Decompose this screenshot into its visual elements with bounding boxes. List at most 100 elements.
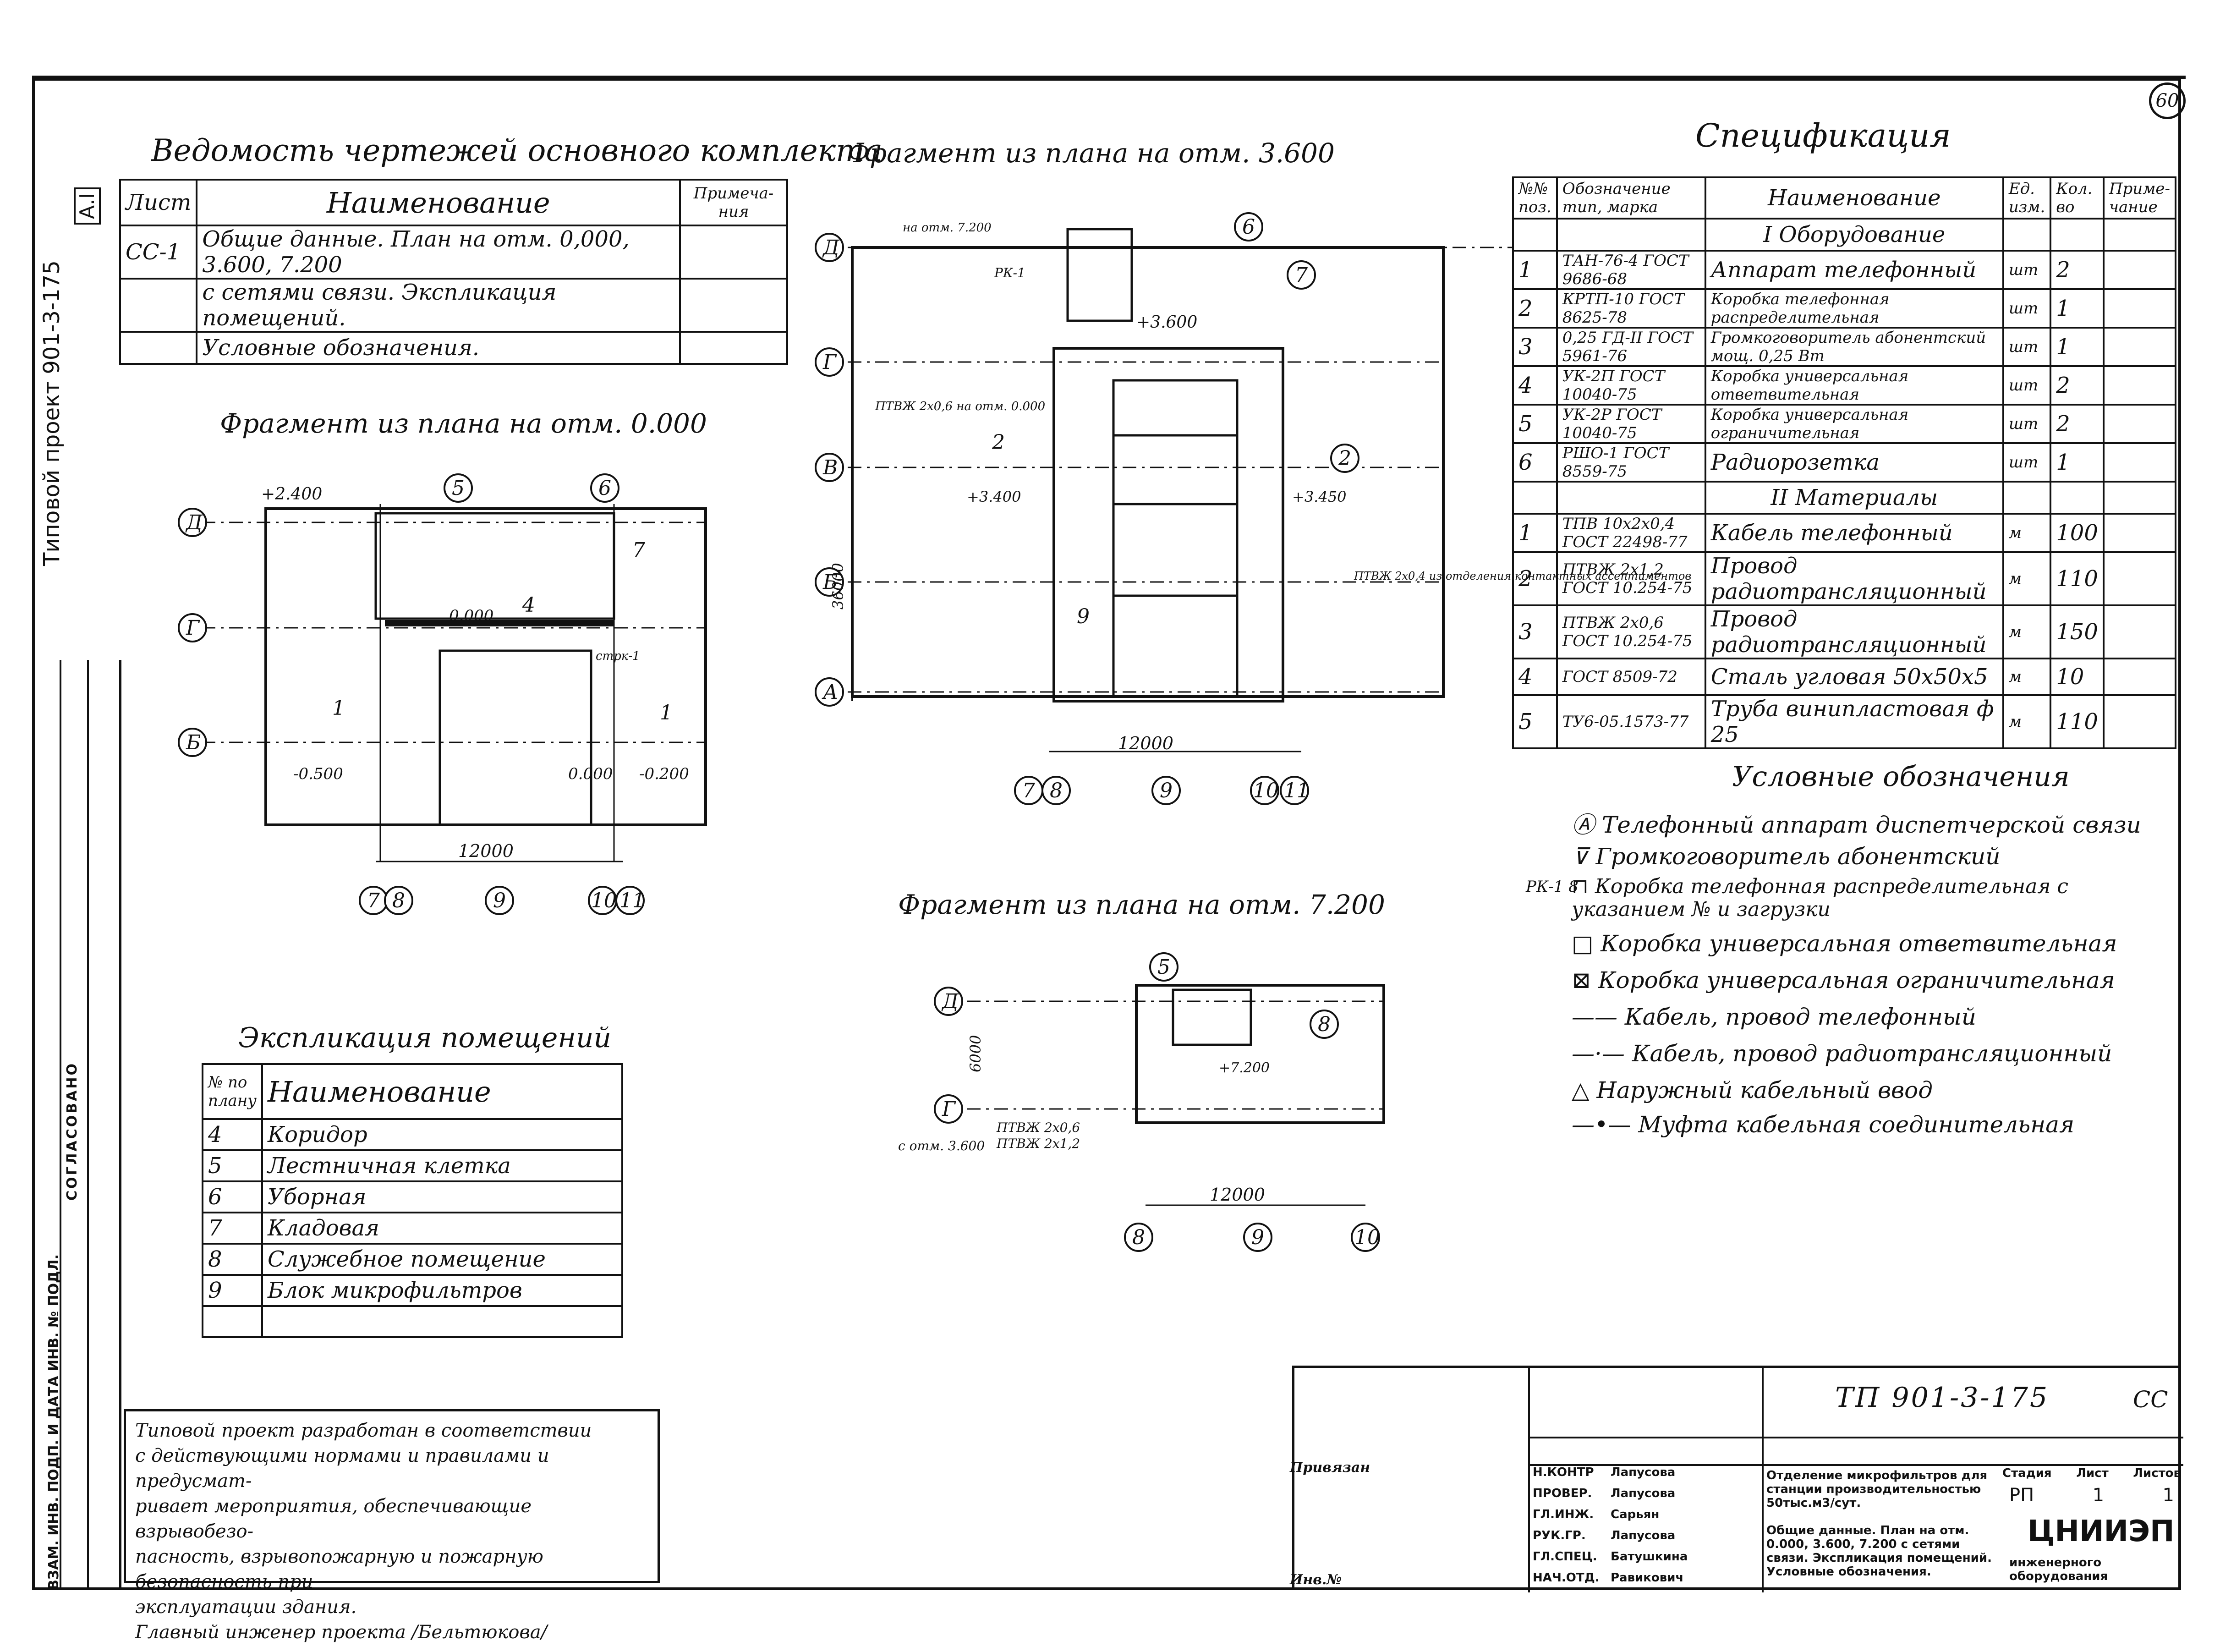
table-cell: шт: [2002, 442, 2052, 483]
level: +7.200: [1219, 1060, 1270, 1076]
table-cell: шт: [2002, 365, 2052, 406]
axis-label: А: [822, 681, 838, 704]
table-row: I Оборудование: [1512, 218, 2177, 252]
dimension: 12000: [458, 841, 514, 861]
table-cell: 8: [202, 1243, 263, 1276]
legend-item: ⊽ Громкоговоритель абонентский: [1572, 843, 2001, 870]
dimension: 12000: [1210, 1185, 1265, 1205]
axis-label: Д: [185, 511, 203, 534]
leader: ПТВЖ 2х0,6 на отм. 0.000: [875, 400, 1045, 413]
table-cell: [2002, 218, 2052, 252]
legend-item: Ⓐ Телефонный аппарат диспетчерской связи: [1572, 812, 2141, 838]
table-cell: Провод радиотрансляционный: [1704, 551, 2004, 606]
table-cell: [2102, 513, 2177, 553]
expl-col: № по плану: [202, 1063, 263, 1120]
speaker-icon: ⊽: [1572, 843, 1589, 870]
table-cell: Труба винипластовая ф 25: [1704, 694, 2004, 749]
table-cell: 4: [202, 1118, 263, 1151]
legend-box-tag: РК-1 8: [1526, 878, 1579, 896]
radio-line-icon: —·—: [1572, 1040, 1625, 1067]
table-cell: 1: [2050, 442, 2105, 483]
table-cell: КРТП-10 ГОСТ 8625-78: [1556, 288, 1706, 329]
branch-box-icon: □: [1572, 930, 1594, 957]
table-cell: Условные обозначения.: [196, 331, 681, 365]
table-cell: 4: [1512, 365, 1558, 406]
table-cell: [2102, 658, 2177, 696]
table-cell: 2: [1512, 551, 1558, 606]
table-cell: 2: [1512, 288, 1558, 329]
table-cell: 110: [2050, 694, 2105, 749]
table-cell: [2102, 604, 2177, 659]
note-line: с действующими нормами и правилами и пре…: [135, 1445, 549, 1492]
table-cell: Кабель телефонный: [1704, 513, 2004, 553]
table-cell: 1: [1512, 513, 1558, 553]
table-cell: 1: [1512, 250, 1558, 290]
table-cell: [2102, 481, 2177, 515]
axis-label: Г: [186, 616, 200, 640]
level: 0.000: [449, 607, 493, 625]
table-cell: 4: [1512, 658, 1558, 696]
table-cell: [2102, 365, 2177, 406]
table-cell: ПТВЖ 2х1,2 ГОСТ 10.254-75: [1556, 551, 1706, 606]
axis-label: Д: [822, 236, 840, 259]
axis-label: 9: [1251, 1226, 1264, 1249]
table-cell: Кладовая: [261, 1212, 624, 1245]
table-cell: м: [2002, 513, 2052, 553]
title-sheet-code: СС: [2133, 1386, 2168, 1413]
table-cell: Служебное помещение: [261, 1243, 624, 1276]
level: +3.450: [1292, 488, 1346, 505]
table-cell: ПТВЖ 2х0,6 ГОСТ 10.254-75: [1556, 604, 1706, 659]
level: +3.400: [967, 488, 1021, 505]
room-num: 5: [452, 477, 465, 500]
title-code: ТП 901-3-175: [1835, 1382, 2050, 1414]
axis-label: Г: [942, 1098, 956, 1121]
table-cell: [2050, 218, 2105, 252]
axis-label: Б: [822, 571, 838, 594]
table-cell: [1556, 481, 1706, 515]
table-cell: Блок микрофильтров: [261, 1274, 624, 1307]
table-cell: Громкоговоритель абонентский мощ. 0,25 В…: [1704, 327, 2004, 367]
legend-title: Условные обозначения: [1732, 761, 2070, 793]
sheet-frame: [32, 78, 2181, 1590]
table-cell: [2102, 288, 2177, 329]
note-box: Типовой проект разработан в соответствии…: [124, 1409, 660, 1643]
phone-line-icon: ——: [1572, 1004, 1617, 1030]
spec-col: Наименование: [1704, 176, 2004, 220]
table-cell: м: [2002, 551, 2052, 606]
table-cell: Провод радиотрансляционный: [1704, 604, 2004, 659]
table-cell: 3: [1512, 327, 1558, 367]
room-num: 5: [1157, 955, 1170, 979]
phone-icon: Ⓐ: [1572, 812, 1595, 838]
leader: ПТВЖ 2х0,6: [996, 1120, 1080, 1135]
axis-label: 10: [1354, 1226, 1380, 1249]
level: -0.500: [293, 765, 343, 783]
leader: ПТВЖ 2х1,2: [996, 1136, 1080, 1151]
table-cell: ТАН-76-4 ГОСТ 9686-68: [1556, 250, 1706, 290]
table-cell: 7: [202, 1212, 263, 1245]
spec-table: №№ поз. Обозначение тип, марка Наименова…: [1512, 176, 2177, 749]
table-cell: 5: [202, 1149, 263, 1182]
cable-coupling-icon: —•—: [1572, 1111, 1631, 1138]
table-cell: [679, 278, 788, 333]
legend-item: —•— Муфта кабельная соединительная: [1572, 1111, 2075, 1138]
plan-7200-title: Фрагмент из плана на отм. 7.200: [898, 889, 1385, 920]
table-cell: с сетями связи. Экспликация помещений.: [196, 278, 681, 333]
table-cell: [2102, 442, 2177, 483]
table-cell: [679, 331, 788, 365]
room-num: 2: [992, 431, 1005, 454]
dimension: 12000: [1118, 733, 1173, 753]
table-cell: 2: [2050, 250, 2105, 290]
table-cell: [119, 278, 198, 333]
table-cell: 10: [2050, 658, 2105, 696]
spec-title: Спецификация: [1695, 117, 1951, 154]
room-num: 7: [632, 538, 645, 562]
table-cell: шт: [2002, 404, 2052, 444]
table-cell: м: [2002, 694, 2052, 749]
